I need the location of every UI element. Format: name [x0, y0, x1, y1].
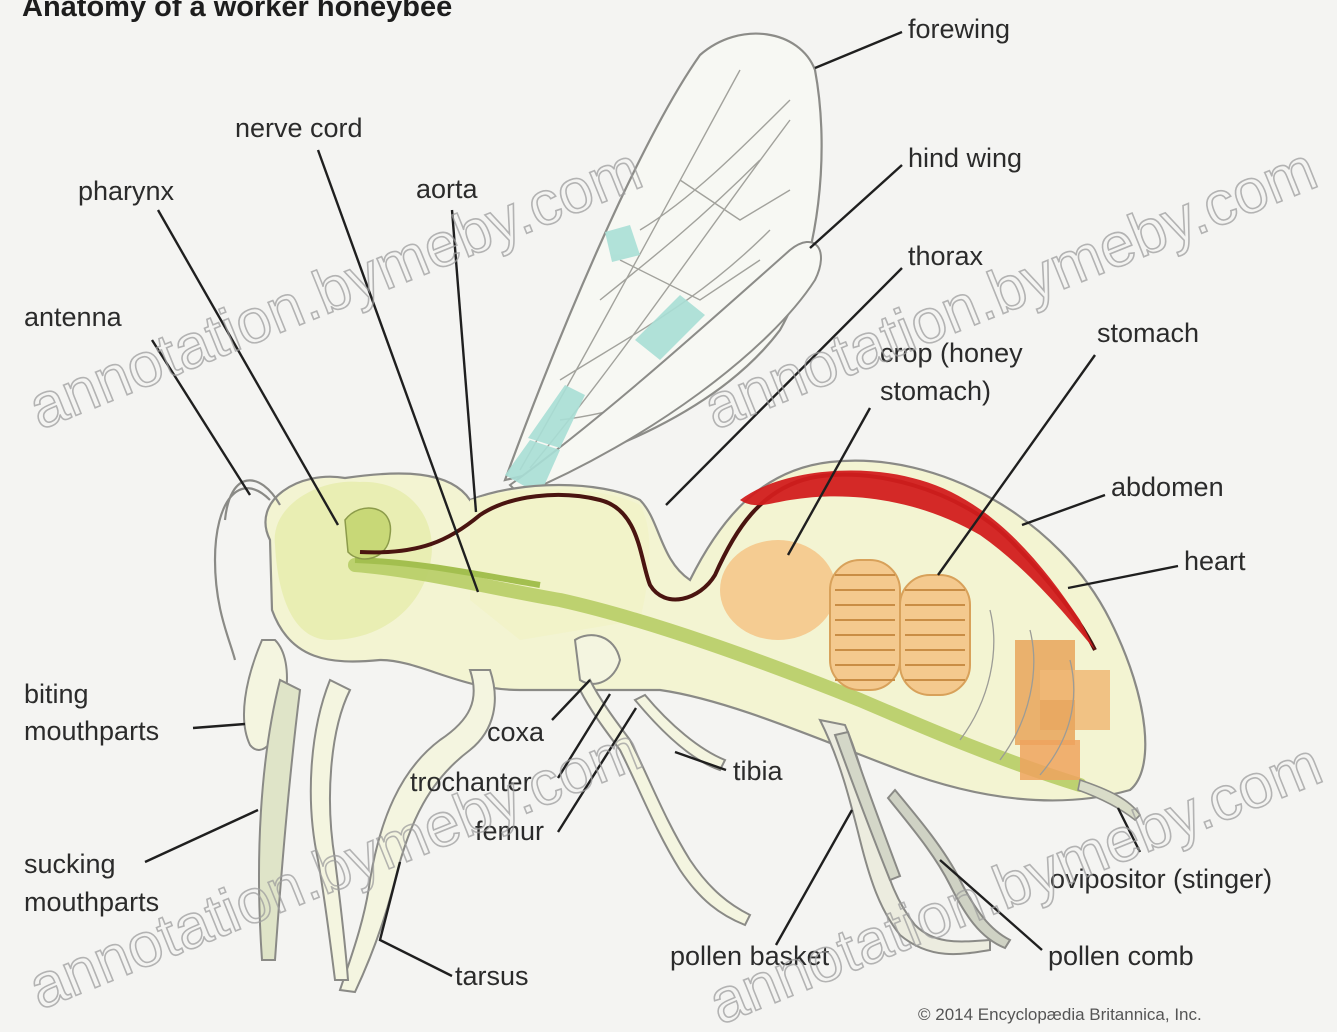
leader-biting-mouthparts [193, 724, 245, 728]
label-tibia: tibia [733, 756, 784, 786]
leader-heart [1068, 566, 1178, 588]
label-sucking-line1: sucking [24, 849, 116, 879]
label-crop-line2: stomach) [880, 376, 991, 406]
label-stomach: stomach [1097, 318, 1199, 348]
crop-shape [720, 540, 836, 640]
label-hind-wing: hind wing [908, 143, 1022, 173]
label-coxa: coxa [487, 717, 545, 747]
leader-sucking-mouthparts [145, 810, 258, 862]
label-abdomen: abdomen [1111, 472, 1224, 502]
label-biting-line2: mouthparts [24, 716, 159, 746]
copyright-credit: © 2014 Encyclopædia Britannica, Inc. [918, 1005, 1202, 1024]
label-antenna: antenna [24, 302, 123, 332]
leader-forewing [815, 32, 902, 68]
label-pollen-comb: pollen comb [1048, 941, 1194, 971]
label-biting-line1: biting [24, 679, 89, 709]
label-forewing: forewing [908, 14, 1010, 44]
leader-hind-wing [810, 165, 902, 248]
leader-abdomen [1022, 495, 1105, 525]
diagram-title: Anatomy of a worker honeybee [22, 0, 452, 23]
label-heart: heart [1184, 546, 1246, 576]
label-pharynx: pharynx [78, 176, 175, 206]
label-tarsus: tarsus [455, 961, 529, 991]
label-nerve-cord: nerve cord [235, 113, 363, 143]
